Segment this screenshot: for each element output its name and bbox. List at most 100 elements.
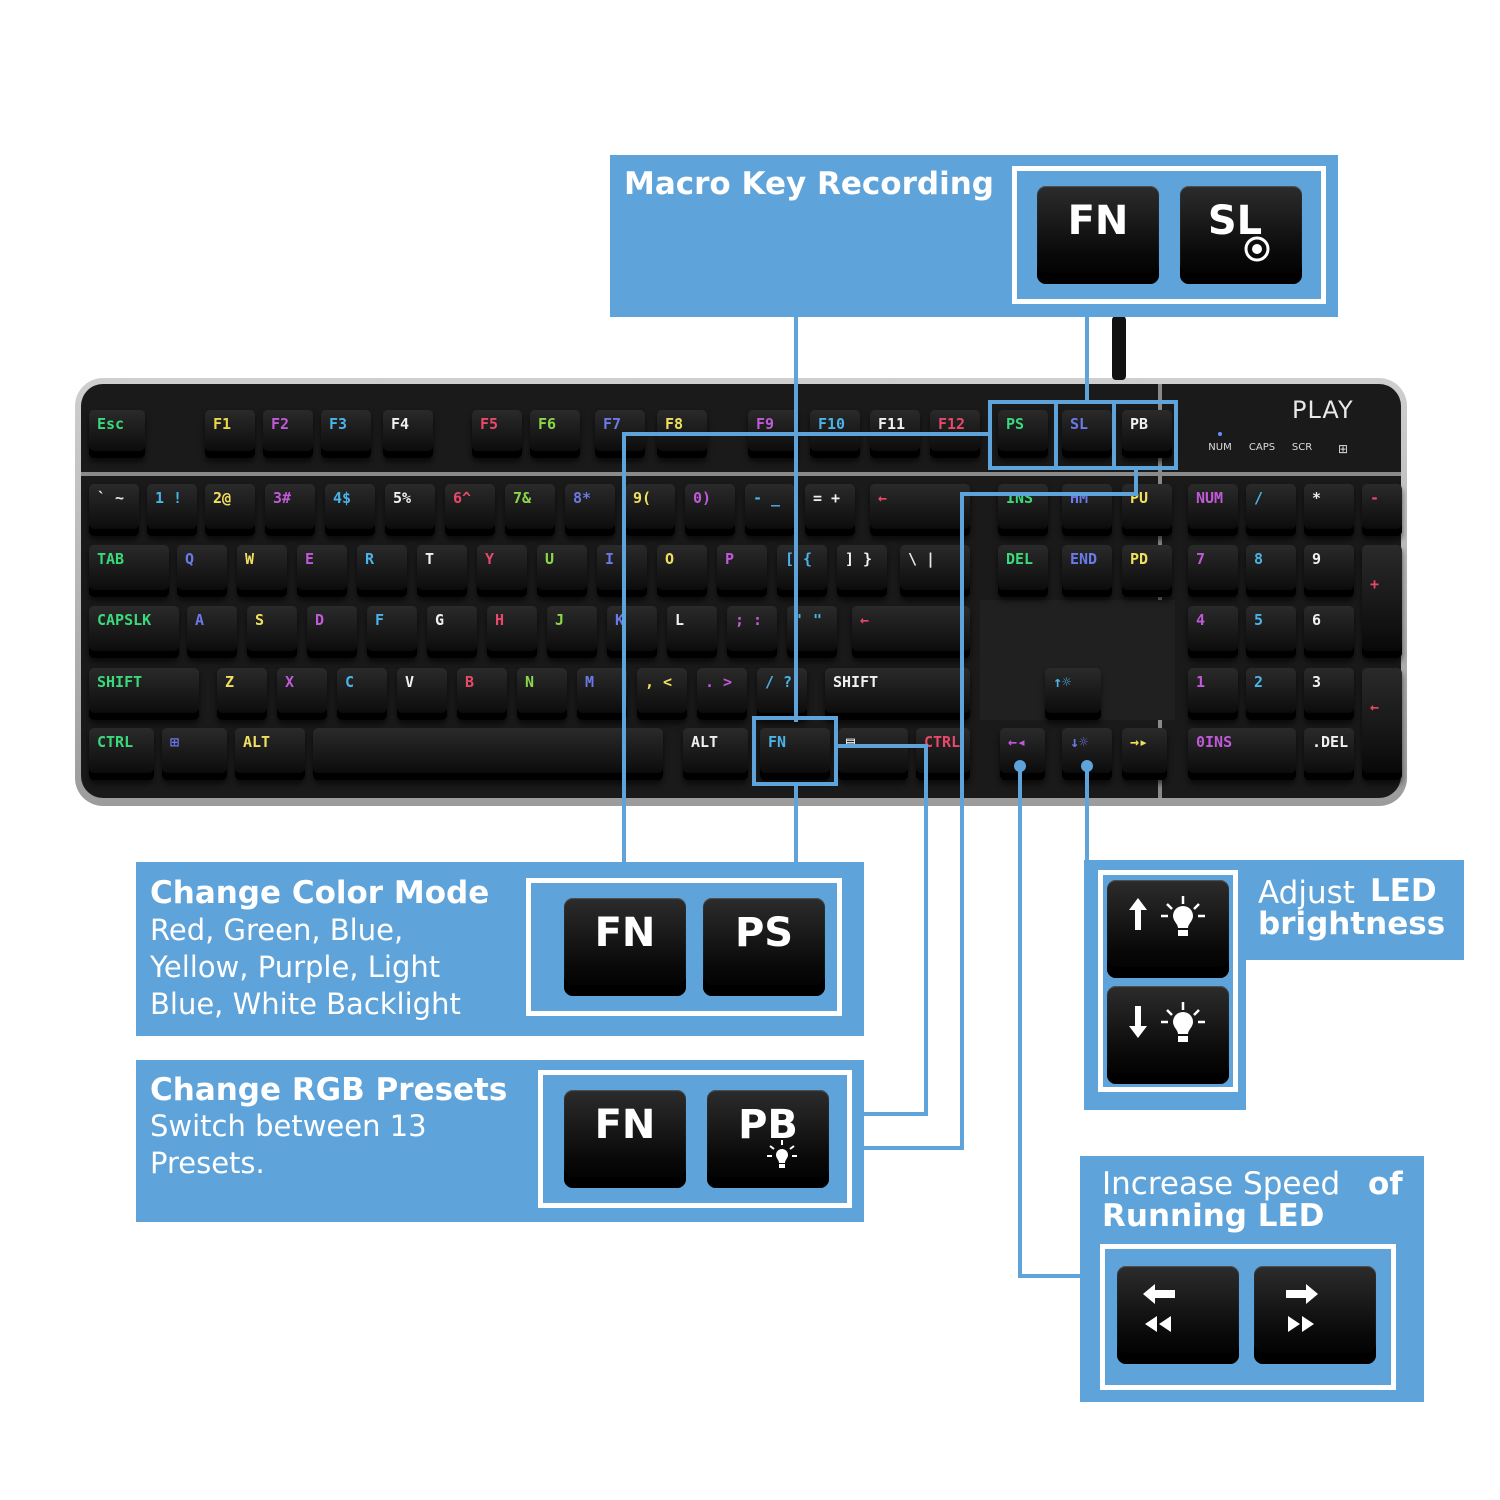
key-2-13: \ | [900,545,970,597]
key-1-10: 0) [685,484,735,536]
key-1-4: 4$ [325,484,375,536]
line-running-horizontal [1018,1274,1082,1278]
key-5-4: ALT [683,728,748,780]
numpad-tall-key-0: + [1362,545,1402,658]
line-running-dot [1014,760,1026,772]
key-2-18: 8 [1246,545,1296,597]
key-2-7: U [537,545,587,597]
key-0-1: F1 [205,410,255,458]
key-4-4: V [397,668,447,720]
indicator-scr: SCR [1291,442,1313,453]
key-2-6: Y [477,545,527,597]
key-0-13: PS [998,410,1048,458]
key-0-3: F3 [321,410,371,458]
key-2-10: P [717,545,767,597]
running-led-title-bold-2: Running LED [1102,1198,1325,1234]
key-4-2: X [277,668,327,720]
line-presets-inner-top [836,744,928,748]
line-brightness-vertical [1085,766,1089,866]
key-5-6: ▤ [838,728,908,780]
key-1-0: ` ~ [89,484,139,536]
line-running-vertical [1018,766,1022,1278]
key-4-8: , < [637,668,687,720]
rgb-presets-fn-key: FN [564,1090,686,1188]
key-5-2: ALT [235,728,305,780]
key-5-12: .DEL [1304,728,1354,780]
key-1-13: ← [870,484,970,536]
line-fn-to-colormode [794,784,798,864]
color-mode-fn-key: FN [564,898,686,996]
key-0-6: F6 [530,410,580,458]
key-4-9: . > [697,668,747,720]
key-0-4: F4 [383,410,433,458]
key-2-5: T [417,545,467,597]
record-icon [1244,236,1270,262]
key-1-20: - [1362,484,1402,536]
key-1-1: 1 ! [147,484,197,536]
key-1-8: 8* [565,484,615,536]
key-1-5: 5% [385,484,435,536]
key-4-6: N [517,668,567,720]
key-4-0: SHIFT [89,668,199,720]
key-4-13: 1 [1188,668,1238,720]
key-5-11: 0INS [1188,728,1296,780]
key-3-2: S [247,606,297,658]
key-2-0: TAB [89,545,169,597]
key-2-14: DEL [998,545,1048,597]
keyboard-divider-horizontal [81,472,1401,476]
macro-title: Macro Key Recording [624,166,994,202]
line-presets-to-pb [1134,468,1138,496]
key-3-6: H [487,606,537,658]
key-5-0: CTRL [89,728,154,780]
rgb-presets-title: Change RGB Presets [150,1072,508,1108]
key-3-0: CAPSLK [89,606,179,658]
key-2-17: 7 [1188,545,1238,597]
line-macro-to-sl [1085,302,1089,404]
key-1-2: 2@ [205,484,255,536]
key-3-3: D [307,606,357,658]
key-2-11: [ { [777,545,827,597]
key-4-10: / ? [757,668,807,720]
key-0-2: F2 [263,410,313,458]
line-presets-inner-vertical [924,744,928,1116]
key-2-4: R [357,545,407,597]
key-4-11: SHIFT [825,668,970,720]
running-led-title-light: Increase Speed [1102,1166,1341,1202]
led-brightness-panel-cutout [1246,960,1464,1110]
line-presets-inner-bottom [864,1112,928,1116]
key-0-5: F5 [472,410,522,458]
key-3-4: F [367,606,417,658]
indicator-num: NUM [1208,442,1232,453]
running-led-keys-frame [1100,1244,1396,1390]
color-mode-keys-frame [526,878,842,1016]
key-3-8: K [607,606,657,658]
line-colormode-vertical [622,432,626,864]
brightness-down-key [1107,986,1229,1084]
key-1-12: = + [805,484,855,536]
macro-fn-key: FN [1037,186,1159,284]
key-1-9: 9( [625,484,675,536]
macro-sl-key: SL [1180,186,1302,284]
indicator-caps: CAPS [1248,442,1276,453]
key-3-9: L [667,606,717,658]
key-0-0: Esc [89,410,145,458]
key-4-7: M [577,668,627,720]
highlight-ps-key [988,400,1058,470]
key-2-19: 9 [1304,545,1354,597]
key-3-1: A [187,606,237,658]
key-1-3: 3# [265,484,315,536]
key-5-3 [313,728,663,780]
key-2-12: ] } [837,545,887,597]
key-5-10: →▸ [1122,728,1167,780]
bulb-icon [767,1140,797,1168]
key-1-11: - _ [745,484,795,536]
speed-increase-key [1254,1266,1376,1364]
rgb-presets-pb-key: PB [707,1090,829,1188]
key-4-15: 3 [1304,668,1354,720]
key-3-10: ; : [727,606,777,658]
key-2-3: E [297,545,347,597]
rgb-presets-description: Switch between 13 Presets. [150,1109,427,1180]
key-4-12: ↑☼ [1045,668,1101,720]
left-arrow-rewind-icon [1143,1284,1175,1332]
key-3-15: 6 [1304,606,1354,658]
